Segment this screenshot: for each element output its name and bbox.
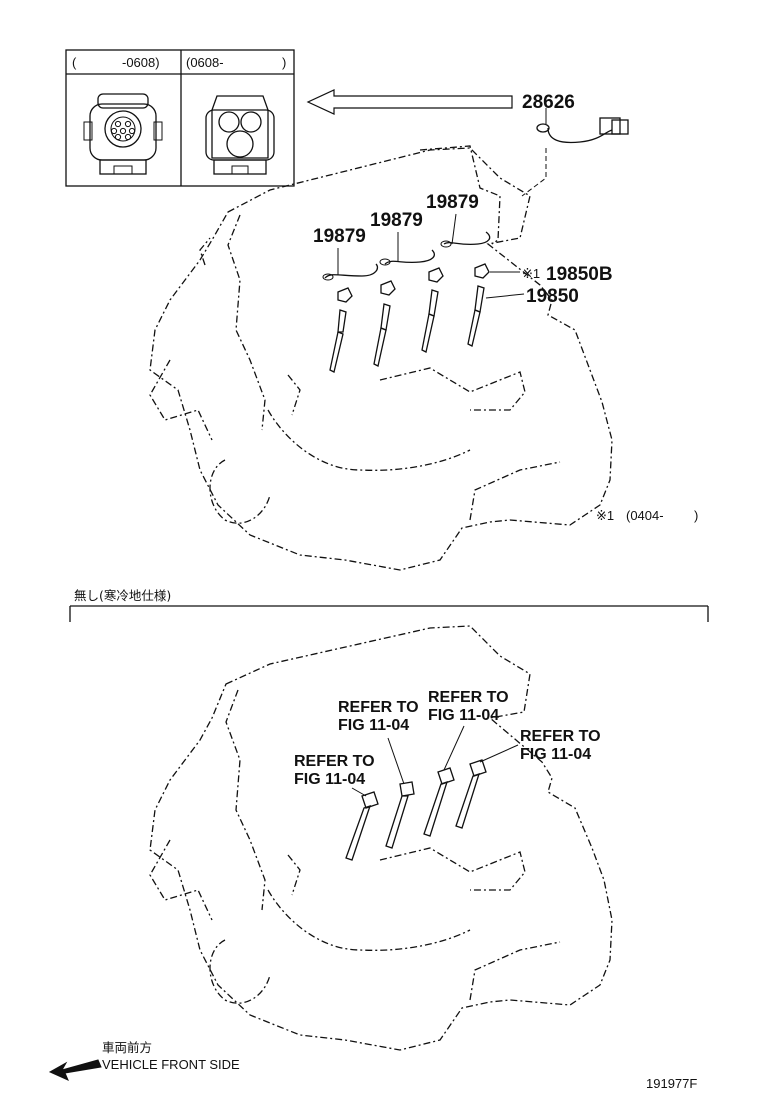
nut-icon-2: [380, 280, 396, 296]
ref-label-2-line1: REFER TO: [338, 699, 419, 716]
clamp-19879-c: [440, 231, 491, 248]
glow-plug-icon-3: [421, 289, 439, 353]
footnote-close: ): [694, 508, 698, 523]
connector-new-icon: [205, 95, 275, 175]
ref-plug-icon-3: [423, 767, 455, 837]
inset-left-range: -0608): [122, 55, 160, 70]
glow-plug-wire-harness: [536, 108, 629, 144]
plug-b-prefix: ※1: [522, 266, 540, 281]
ref-label-2-line2: FIG 11-04: [338, 717, 409, 734]
glow-plug-icon-2: [373, 303, 391, 367]
connector-inset: ( -0608) (0608- ): [65, 49, 295, 187]
footnote-range: (0404-: [626, 508, 664, 523]
nut-icon-4: [474, 263, 490, 279]
engine-outline-lower: [149, 625, 613, 1051]
ref-label-4-line1: REFER TO: [520, 728, 601, 745]
clamp-19879-a: [322, 263, 379, 281]
inset-pointer-arrow-icon: [306, 89, 513, 115]
ref-label-3-line2: FIG 11-04: [428, 707, 499, 724]
figure-id: 191977F: [646, 1076, 697, 1091]
part-number-19879-a: 19879: [313, 226, 366, 247]
ref-label-1-line2: FIG 11-04: [294, 771, 365, 788]
nut-icon-3: [428, 267, 444, 283]
inset-left-open: (: [72, 55, 77, 70]
part-number-19879-b: 19879: [370, 210, 423, 231]
connector-old-icon: [83, 93, 163, 175]
ref-label-3-line1: REFER TO: [428, 689, 509, 706]
part-number-19850b: 19850B: [546, 264, 613, 285]
section-heading: 無し(寒冷地仕様): [74, 588, 171, 603]
inset-right-range: (0608-: [186, 55, 224, 70]
arrow-left-icon: [48, 1059, 102, 1081]
nut-icon-1: [337, 287, 353, 303]
part-number-19850: 19850: [526, 286, 579, 307]
inset-right-close: ): [282, 55, 286, 70]
direction-en: VEHICLE FRONT SIDE: [102, 1057, 240, 1072]
ref-label-4-line2: FIG 11-04: [520, 746, 591, 763]
part-number-19879-c: 19879: [426, 192, 479, 213]
glow-plug-icon-1: [329, 309, 347, 373]
part-number-28626: 28626: [522, 92, 575, 113]
direction-jp: 車両前方: [102, 1040, 152, 1055]
ref-label-1-line1: REFER TO: [294, 753, 375, 770]
glow-plug-icon-4: [467, 285, 485, 347]
footnote-mark: ※1: [596, 508, 614, 523]
engine-outline-upper: [149, 145, 613, 571]
clamp-19879-b: [379, 249, 435, 266]
ref-plug-icon-2: [385, 781, 415, 849]
ref-plug-icon-1: [345, 791, 379, 861]
ref-plug-icon-4: [455, 759, 487, 829]
